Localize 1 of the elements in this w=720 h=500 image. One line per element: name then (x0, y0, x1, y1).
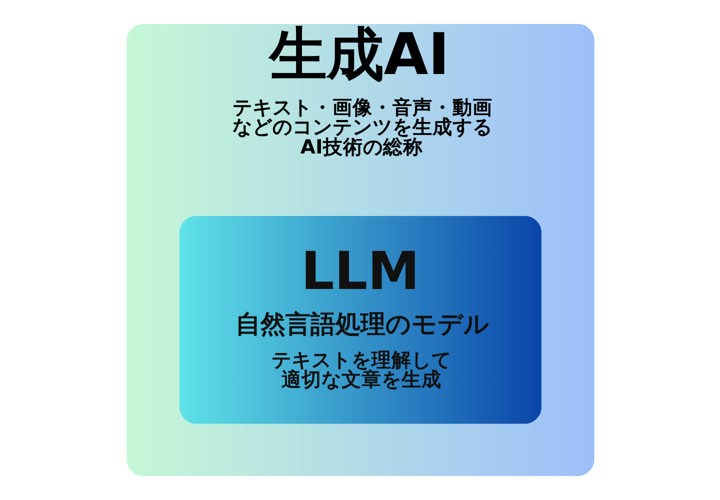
node-box: LLM 自然言語処理のモデル テキストを理解して適切な文章を生成 (179, 216, 541, 424)
